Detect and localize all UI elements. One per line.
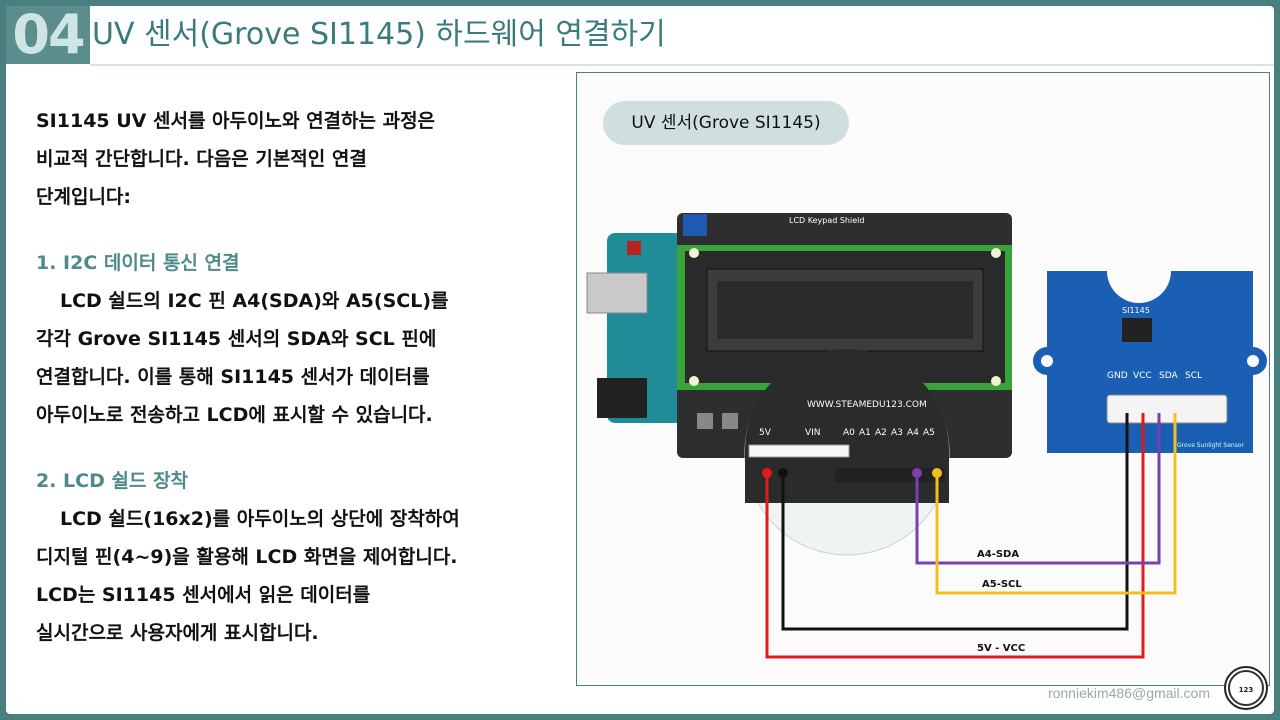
mount-hole: [991, 248, 1001, 258]
wire-vcc: [765, 413, 1145, 659]
wire-label-scl: A5-SCL: [982, 579, 1022, 590]
section-line: LCD는 SI1145 센서에서 읽은 데이터를: [36, 584, 371, 606]
keypad-button: [722, 413, 738, 429]
mount-hole: [991, 376, 1001, 386]
sensor-label-pill: UV 센서(Grove SI1145): [603, 101, 849, 145]
section-number-badge: 04: [6, 6, 90, 64]
sensor-title: Grove Sunlight Sensor: [1177, 442, 1245, 449]
section-line: 연결합니다. 이를 통해 SI1145 센서가 데이터를: [36, 366, 430, 388]
pin-label-a2: A2: [875, 428, 887, 438]
pin-label-a4: A4: [907, 428, 919, 438]
svg-text:123: 123: [1239, 686, 1254, 694]
sensor-board: [1047, 271, 1253, 453]
section-line: 실시간으로 사용자에게 표시합니다.: [36, 622, 319, 644]
pin-label-a1: A1: [859, 428, 871, 438]
wire-sda: [915, 413, 1161, 565]
content-text: SI1145 UV 센서를 아두이노와 연결하는 과정은 비교적 간단합니다. …: [36, 102, 556, 652]
sensor-pin-vcc: VCC: [1133, 371, 1152, 381]
intro-line: 비교적 간단합니다. 다음은 기본적인 연결: [36, 148, 367, 170]
slide: 04 UV 센서(Grove SI1145) 하드웨어 연결하기 SI1145 …: [6, 6, 1274, 714]
analog-header: [835, 468, 945, 482]
sensor-chip-label: SI1145: [1122, 306, 1150, 315]
section-line: 각각 Grove SI1145 센서의 SDA와 SCL 핀에: [36, 328, 437, 350]
sensor-pin-scl: SCL: [1185, 371, 1202, 381]
sensor-hole: [1247, 355, 1259, 367]
pin-dot: [778, 468, 788, 478]
footer-email: ronniekim486@gmail.com: [1047, 685, 1210, 701]
slide-title: UV 센서(Grove SI1145) 하드웨어 연결하기: [92, 17, 666, 52]
grove-connector: [1106, 394, 1228, 424]
site-label: WWW.STEAMEDU123.COM: [807, 400, 927, 410]
header-divider: [90, 64, 1274, 66]
pin-label-a3: A3: [891, 428, 903, 438]
keypad-button: [697, 413, 713, 429]
section-heading-lcd: 2. LCD 쉴드 장착: [36, 470, 189, 492]
slide-header: 04 UV 센서(Grove SI1145) 하드웨어 연결하기: [6, 6, 1274, 64]
pin-dot: [912, 468, 922, 478]
wire-label-sda: A4-SDA: [977, 549, 1019, 560]
wire-gnd: [781, 413, 1129, 631]
potentiometer: [683, 214, 707, 236]
si1145-chip: [1122, 318, 1152, 342]
section-line: 디지털 핀(4~9)을 활용해 LCD 화면을 제어합니다.: [36, 546, 458, 568]
pin-label-a0: A0: [843, 428, 855, 438]
pin-label-a5: A5: [923, 428, 935, 438]
section-line: LCD 쉴드(16x2)를 아두이노의 상단에 장착하여: [60, 508, 460, 530]
lcd-display-area: [717, 281, 973, 339]
analog-pin-labels: A0 A1 A2 A3 A4 A5: [843, 428, 935, 438]
wire-label-vcc: 5V - VCC: [977, 643, 1025, 654]
pin-dot: [762, 468, 772, 478]
sensor-pin-gnd: GND: [1107, 371, 1128, 381]
pin-dot: [932, 468, 942, 478]
sensor-pin-sda: SDA: [1159, 371, 1178, 381]
zoomed-header: [745, 349, 949, 503]
section-heading-i2c: 1. I2C 데이터 통신 연결: [36, 252, 240, 274]
wiring-illustration: LCD Keypad Shield WWW.STEAMEDU123.COM 5V…: [586, 213, 1267, 659]
reset-button: [627, 241, 641, 255]
pin-label-5v: 5V: [759, 428, 772, 438]
intro-line: 단계입니다:: [36, 186, 131, 208]
intro-line: SI1145 UV 센서를 아두이노와 연결하는 과정은: [36, 110, 436, 132]
power-header: [748, 444, 850, 458]
mount-hole: [689, 376, 699, 386]
wiring-diagram: UV 센서(Grove SI1145) LCD Keypad Shield: [576, 72, 1270, 686]
section-line: LCD 쉴드의 I2C 핀 A4(SDA)와 A5(SCL)를: [60, 290, 449, 312]
sensor-hole: [1041, 355, 1053, 367]
section-line: 아두이노로 전송하고 LCD에 표시할 수 있습니다.: [36, 404, 433, 426]
shield-title: LCD Keypad Shield: [789, 216, 864, 225]
wire-scl: [935, 413, 1177, 595]
pin-label-vin: VIN: [805, 428, 821, 438]
usb-port: [586, 272, 648, 314]
steamedu-logo: 123: [1224, 666, 1268, 710]
mount-hole: [689, 248, 699, 258]
power-jack: [597, 378, 647, 418]
